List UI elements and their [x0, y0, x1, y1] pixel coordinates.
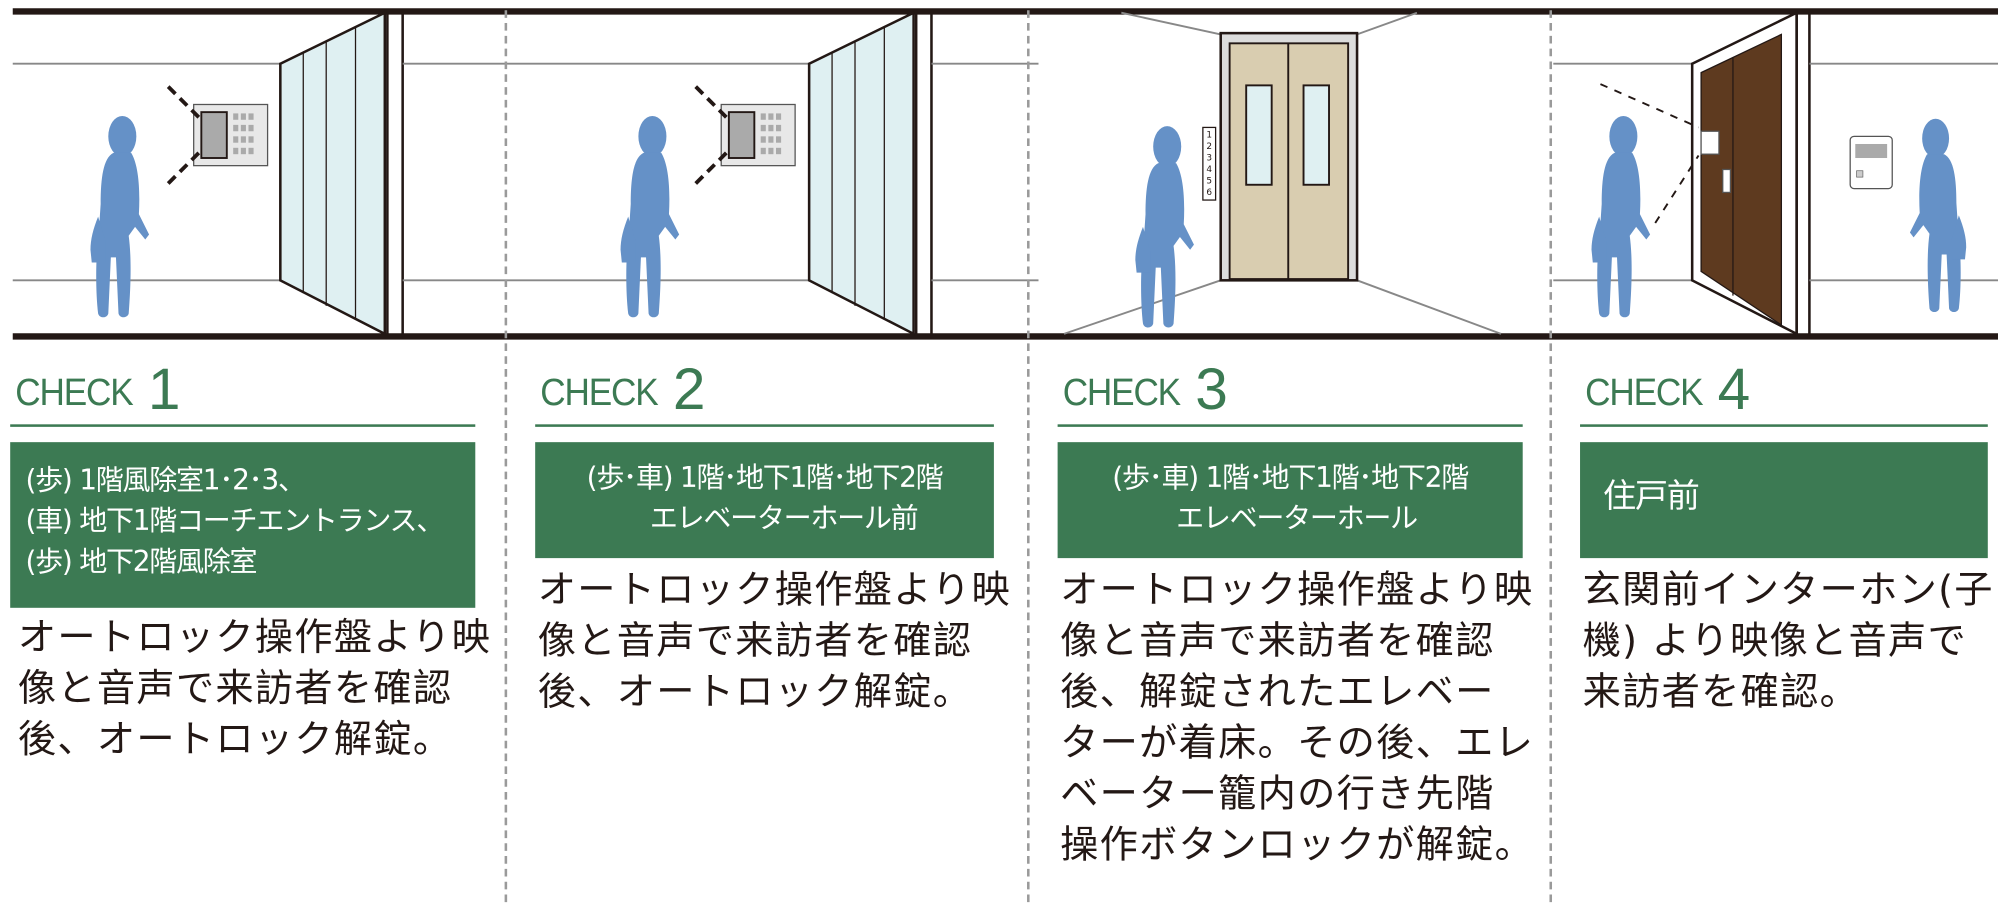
- check-1-section: CHECK 1 (歩) 1階風除室1･2･3、 (車) 地下1階コーチエントラン…: [10, 357, 492, 766]
- location-line: (歩) 地下2階風除室: [25, 546, 257, 579]
- heading-underline: [535, 424, 994, 427]
- location-line: エレベーターホール前: [649, 503, 919, 536]
- check-number: 3: [1195, 355, 1228, 422]
- check-description: オートロック操作盤より映 像と音声で来訪者を確認 後、オートロック解錠。: [535, 566, 1011, 719]
- elevator-door: [1219, 31, 1359, 282]
- door-handle-icon: [1722, 168, 1732, 194]
- location-box: (歩･車) 1階･地下1階･地下2階 エレベーターホール前: [535, 442, 994, 559]
- floor-button: 2: [1206, 142, 1212, 152]
- panel-divider: [1027, 10, 1030, 903]
- check-number: 2: [672, 355, 706, 422]
- illustration-strip: 1 2 3 4 5 6: [12, 8, 1998, 340]
- description-line: オートロック操作盤より映: [537, 568, 1011, 613]
- location-line: エレベーターホール: [1176, 503, 1418, 536]
- floor-button: 4: [1206, 165, 1212, 175]
- glass-door: [807, 10, 915, 336]
- check-number: 4: [1717, 355, 1751, 422]
- check-2-section: CHECK 2 (歩･車) 1階･地下1階･地下2階 エレベーターホール前 オー…: [535, 357, 1011, 719]
- floor-button: 6: [1206, 188, 1212, 198]
- panel-1-illustration: [12, 10, 810, 336]
- check-label: CHECK: [540, 372, 658, 415]
- description-line: 後、解錠されたエレベー: [1060, 670, 1495, 715]
- intercom-panel-icon: [166, 85, 269, 185]
- heading-underline: [10, 424, 476, 427]
- description-line: 操作ボタンロックが解錠。: [1060, 823, 1535, 868]
- description-line: 像と音声で来訪者を確認: [1060, 619, 1495, 664]
- description-line: ターが着床。その後、エレ: [1060, 721, 1535, 766]
- description-line: ベーター籠内の行き先階: [1060, 772, 1495, 817]
- check-heading: CHECK 2: [535, 357, 994, 418]
- check-label: CHECK: [1585, 372, 1703, 415]
- location-line: (歩･車) 1階･地下1階･地下2階: [586, 462, 944, 495]
- indoor-intercom-monitor-icon: [1849, 135, 1893, 190]
- description-line: 像と音声で来訪者を確認: [17, 666, 453, 712]
- check-label: CHECK: [1062, 372, 1181, 415]
- location-line: (車) 地下1階コーチエントランス、: [25, 505, 444, 538]
- location-line: 住戸前: [1602, 477, 1700, 517]
- description-line: 像と音声で来訪者を確認: [537, 619, 973, 664]
- check-description: オートロック操作盤より映 像と音声で来訪者を確認 後、オートロック解錠。: [10, 613, 492, 766]
- check-4-section: CHECK 4 住戸前 玄関前インターホン(子 機) より映像と音声で 来訪者を…: [1580, 357, 1994, 719]
- location-line: (歩･車) 1階･地下1階･地下2階: [1112, 462, 1469, 495]
- intercom-panel-icon: [694, 85, 796, 185]
- floor-button-panel: 1 2 3 4 5 6: [1202, 126, 1217, 201]
- floor-button: 3: [1206, 154, 1212, 164]
- description-line: 後、オートロック解錠。: [537, 670, 973, 715]
- check-number: 1: [147, 355, 181, 422]
- panel-divider: [504, 10, 508, 903]
- description-line: 機) より映像と音声で: [1582, 619, 1967, 664]
- description-line: オートロック操作盤より映: [1060, 568, 1534, 613]
- heading-underline: [1057, 424, 1523, 427]
- heading-underline: [1580, 424, 1988, 427]
- floor-button: 1: [1206, 131, 1212, 141]
- visitor-figure: [620, 115, 680, 318]
- check-3-section: CHECK 3 (歩･車) 1階･地下1階･地下2階 エレベーターホール オート…: [1057, 357, 1535, 872]
- description-line: オートロック操作盤より映: [17, 615, 492, 661]
- check-description: 玄関前インターホン(子 機) より映像と音声で 来訪者を確認。: [1580, 566, 1994, 719]
- entrance-door: [1700, 33, 1783, 327]
- check-heading: CHECK 3: [1058, 357, 1523, 418]
- floor-button: 5: [1206, 176, 1212, 186]
- panel-divider: [1549, 10, 1553, 903]
- location-box: (歩･車) 1階･地下1階･地下2階 エレベーターホール: [1057, 442, 1523, 559]
- panel-3-illustration: 1 2 3 4 5 6: [1063, 11, 1502, 335]
- visitor-figure: [1591, 115, 1651, 318]
- visitor-figure: [90, 115, 150, 318]
- description-line: 玄関前インターホン(子: [1582, 568, 1994, 613]
- location-box: 住戸前: [1580, 442, 1988, 559]
- panel-2-illustration: [620, 10, 1039, 336]
- description-line: 来訪者を確認。: [1582, 670, 1860, 715]
- check-description: オートロック操作盤より映 像と音声で来訪者を確認 後、解錠されたエレベー ターが…: [1058, 566, 1535, 872]
- visitor-figure: [1135, 126, 1194, 328]
- door-intercom-icon: [1700, 130, 1720, 155]
- check-label: CHECK: [15, 372, 133, 415]
- check-heading: CHECK 1: [10, 357, 475, 418]
- glass-door: [279, 10, 387, 336]
- resident-figure: [1909, 118, 1967, 313]
- description-line: 後、オートロック解錠。: [17, 717, 453, 762]
- check-heading: CHECK 4: [1580, 357, 1988, 418]
- location-box: (歩) 1階風除室1･2･3、 (車) 地下1階コーチエントランス、 (歩) 地…: [10, 442, 476, 608]
- location-line: (歩) 1階風除室1･2･3、: [25, 465, 306, 497]
- panel-4-illustration: [1553, 10, 1998, 336]
